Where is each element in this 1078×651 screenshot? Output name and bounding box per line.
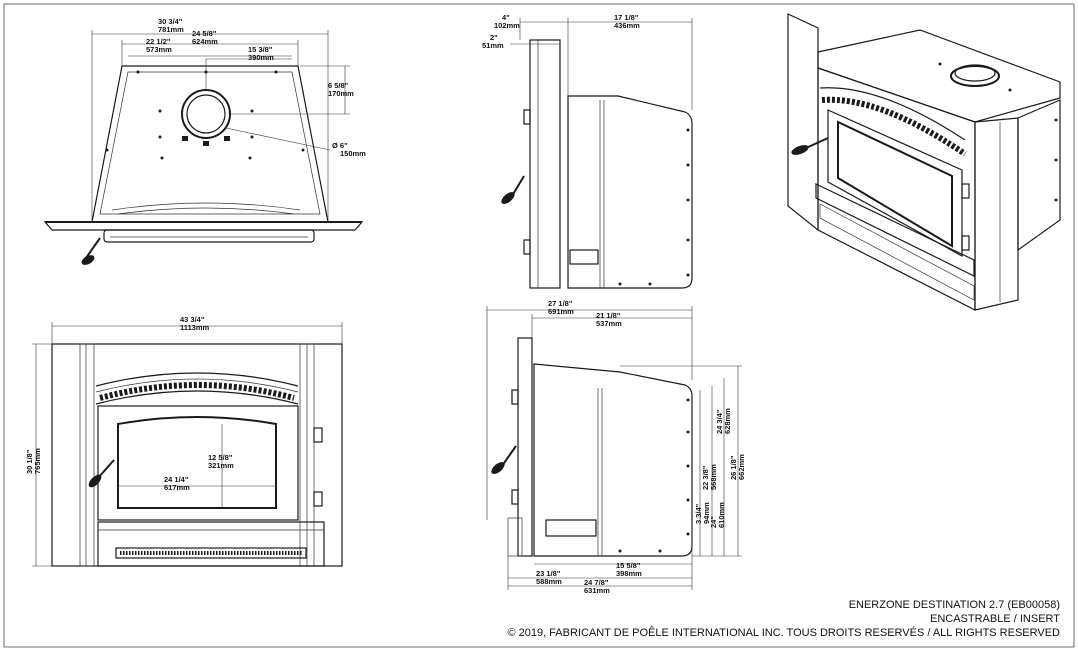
side-bottom-depth-imperial: 24 7/8" bbox=[584, 578, 609, 587]
side-panel-depth-imperial: 2" bbox=[490, 33, 498, 42]
isometric-view bbox=[787, 13, 1061, 311]
side-bottom-depth-metric: 631mm bbox=[584, 586, 610, 595]
side-view-upper bbox=[501, 18, 693, 289]
top-flue-diameter-metric: 150mm bbox=[340, 149, 366, 158]
side-base-depth-metric: 398mm bbox=[616, 569, 642, 578]
top-flue-offset-metric: 390mm bbox=[248, 53, 274, 62]
side-mid-height-imperial: 22 3/8" bbox=[701, 465, 710, 490]
front-glass-width-metric: 617mm bbox=[164, 483, 190, 492]
side-leg-height-metric: 94mm bbox=[702, 502, 711, 524]
sheet-border bbox=[3, 3, 1075, 648]
side-front-depth-imperial: 4" bbox=[502, 13, 510, 22]
side-body-depth2-imperial: 21 1/8" bbox=[596, 311, 621, 320]
side-top-height-imperial: 24 3/4" bbox=[715, 409, 724, 434]
side-max-height-metric: 662mm bbox=[737, 454, 746, 480]
top-flue-diameter-imperial: Ø 6" bbox=[332, 141, 348, 150]
top-view bbox=[43, 30, 364, 265]
front-glass-height-imperial: 12 5/8" bbox=[208, 453, 233, 462]
front-overall-height-metric: 765mm bbox=[33, 448, 42, 474]
side-view-lower bbox=[486, 306, 742, 590]
top-flue-depth-metric: 170mm bbox=[328, 89, 354, 98]
side-body-depth2-metric: 537mm bbox=[596, 319, 622, 328]
side-total-depth-metric: 691mm bbox=[548, 307, 574, 316]
caption-type: ENCASTRABLE / INSERT bbox=[930, 613, 1060, 625]
side-body-depth-imperial: 17 1/8" bbox=[614, 13, 639, 22]
side-front-height-imperial: 24" bbox=[709, 516, 718, 528]
front-glass-height-metric: 321mm bbox=[208, 461, 234, 470]
side-base-depth-imperial: 15 5/8" bbox=[616, 561, 641, 570]
side-body-depth-metric: 436mm bbox=[614, 21, 640, 30]
top-flue-depth-imperial: 6 5/8" bbox=[328, 81, 349, 90]
side-top-height-metric: 628mm bbox=[723, 408, 732, 434]
top-flue-offset-imperial: 15 3/8" bbox=[248, 45, 273, 54]
front-view bbox=[32, 322, 343, 567]
side-front-to-back-imperial: 23 1/8" bbox=[536, 569, 561, 578]
side-leg-height-imperial: 3 3/4" bbox=[694, 503, 703, 524]
front-overall-width-imperial: 43 3/4" bbox=[180, 315, 205, 324]
top-overall-width-metric: 781mm bbox=[158, 25, 184, 34]
caption-copyright: © 2019, FABRICANT DE POÊLE INTERNATIONAL… bbox=[507, 627, 1060, 639]
side-front-to-back-metric: 588mm bbox=[536, 577, 562, 586]
side-front-depth-metric: 102mm bbox=[494, 21, 520, 30]
top-inner-width-imperial: 22 1/2" bbox=[146, 37, 171, 46]
side-max-height-imperial: 26 1/8" bbox=[729, 455, 738, 480]
front-glass-width-imperial: 24 1/4" bbox=[164, 475, 189, 484]
side-front-height-metric: 610mm bbox=[717, 502, 726, 528]
front-overall-width-metric: 1113mm bbox=[180, 323, 210, 332]
front-overall-height-imperial: 30 1/8" bbox=[25, 449, 34, 474]
caption-model: ENERZONE DESTINATION 2.7 (EB00058) bbox=[848, 599, 1060, 611]
side-mid-height-metric: 568mm bbox=[709, 464, 718, 490]
top-overall-width-imperial: 30 3/4" bbox=[158, 17, 183, 26]
side-total-depth-imperial: 27 1/8" bbox=[548, 299, 573, 308]
top-body-width-metric: 624mm bbox=[192, 37, 218, 46]
top-inner-width-metric: 573mm bbox=[146, 45, 172, 54]
side-panel-depth-metric: 51mm bbox=[482, 41, 504, 50]
top-body-width-imperial: 24 5/8" bbox=[192, 29, 217, 38]
